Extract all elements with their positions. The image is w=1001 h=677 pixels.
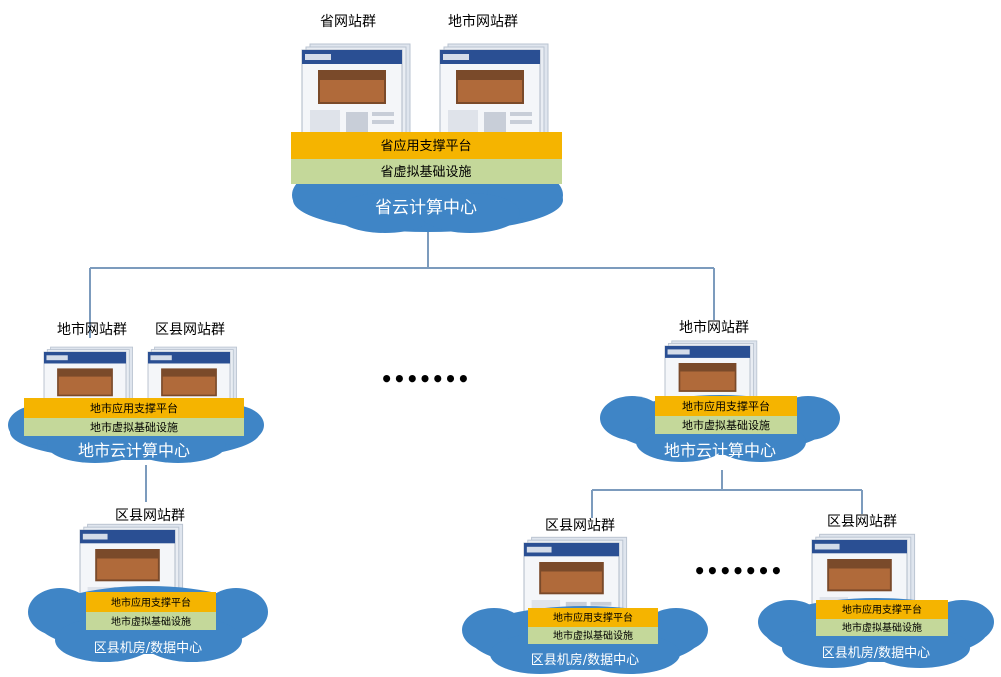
province-site-thumbnails	[301, 43, 411, 147]
county-left-infra-layer	[86, 612, 216, 630]
county-left-node: 区县网站群 地市应用支撑平台 地市虚拟基础设施 区县机房/数据中心	[28, 508, 268, 662]
county-mid-app-layer-label: 地市应用支撑平台	[553, 611, 633, 624]
province-node: 省网站群 地市网站群 省应用支撑平台 省虚拟基础设施 省云计算中心	[291, 13, 563, 233]
city-left-infra-layer-label: 地市虚拟基础设施	[90, 420, 178, 434]
county-left-cloud-label: 区县机房/数据中心	[94, 640, 202, 656]
city-left-cloud-label: 地市云计算中心	[78, 441, 190, 460]
county-left-site-group-label: 区县网站群	[115, 508, 185, 524]
county-ellipsis: •••••••	[693, 559, 782, 583]
city-left-app-layer	[24, 398, 244, 418]
province-site-group-1-label: 省网站群	[320, 14, 376, 30]
county-left-infra-layer-label: 地市虚拟基础设施	[111, 615, 191, 628]
county-mid-site-group-label: 区县网站群	[545, 518, 615, 534]
city-right-app-layer	[655, 396, 797, 416]
county-mid-infra-layer	[528, 627, 658, 644]
province-infra-layer-label: 省虚拟基础设施	[380, 165, 471, 180]
city-ellipsis: •••••••	[380, 367, 469, 391]
province-infra-layer	[291, 159, 562, 184]
connectors	[89, 228, 863, 518]
county-mid-node: 区县网站群 地市应用支撑平台 地市虚拟基础设施 区县机房/数据中心	[462, 518, 708, 674]
county-mid-app-layer	[528, 608, 658, 627]
county-right-app-layer-label: 地市应用支撑平台	[842, 603, 922, 616]
county-left-app-layer-label: 地市应用支撑平台	[111, 596, 191, 609]
county-right-infra-layer	[816, 619, 948, 636]
county-mid-cloud-label: 区县机房/数据中心	[531, 652, 639, 668]
county-left-app-layer	[86, 592, 216, 612]
province-cloud-label: 省云计算中心	[375, 198, 477, 218]
city-right-cloud-label: 地市云计算中心	[664, 441, 776, 460]
county-right-node: 区县网站群 地市应用支撑平台 地市虚拟基础设施 区县机房/数据中心	[758, 514, 994, 668]
county-right-infra-layer-label: 地市虚拟基础设施	[842, 621, 922, 634]
city-right-infra-layer-label: 地市虚拟基础设施	[682, 418, 770, 432]
province-app-layer-label: 省应用支撑平台	[380, 138, 471, 154]
county-right-app-layer	[816, 600, 948, 619]
city-left-site-group-2-label: 区县网站群	[155, 322, 225, 338]
province-app-layer	[291, 132, 562, 159]
city-left-infra-layer	[24, 418, 244, 436]
city-right-app-layer-label: 地市应用支撑平台	[682, 399, 770, 413]
county-right-site-group-label: 区县网站群	[827, 514, 897, 530]
city-left-node: 地市网站群 区县网站群 地市应用支撑平台 地市虚拟基础设施 地市云计算中心	[8, 321, 264, 463]
city-right-node: 地市网站群 地市应用支撑平台 地市虚拟基础设施 地市云计算中心	[600, 319, 840, 462]
county-right-cloud-label: 区县机房/数据中心	[822, 645, 930, 661]
county-mid-infra-layer-label: 地市虚拟基础设施	[553, 629, 633, 642]
city-right-infra-layer	[655, 416, 797, 434]
city-left-app-layer-label: 地市应用支撑平台	[90, 401, 178, 415]
province-site-group-2-label: 地市网站群	[448, 13, 518, 30]
city-right-site-group-label: 地市网站群	[679, 319, 749, 336]
city-site-thumbnails	[439, 43, 549, 147]
city-left-site-group-1-label: 地市网站群	[57, 321, 127, 338]
